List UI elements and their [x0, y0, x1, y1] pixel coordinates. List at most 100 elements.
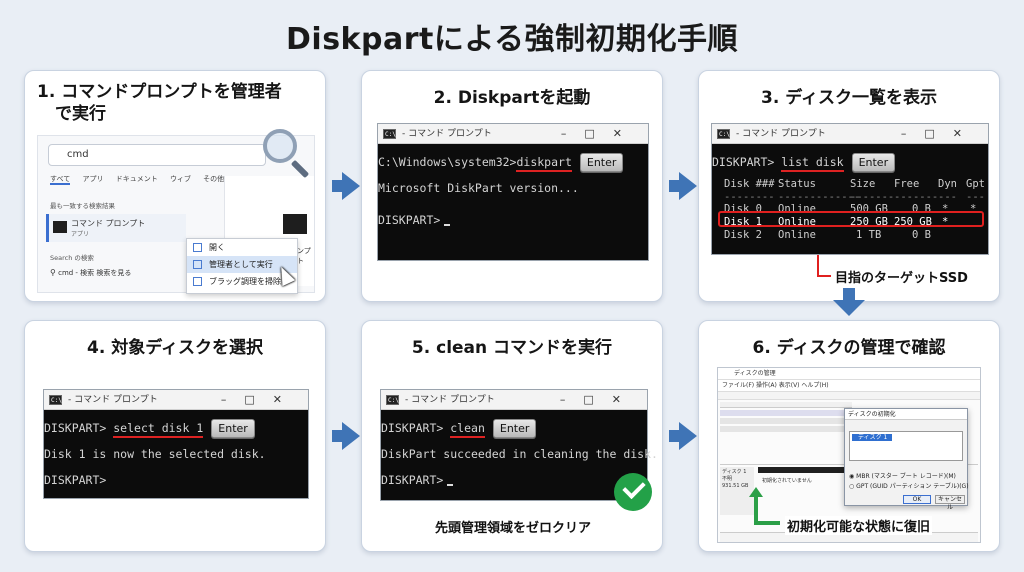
tab-web[interactable]: ウィブ	[169, 175, 191, 183]
cursor	[447, 484, 454, 486]
dm-titlebar: ディスクの管理	[718, 368, 980, 380]
command-text: clean	[450, 421, 485, 438]
prompt: DISKPART>	[44, 421, 107, 435]
context-item-other-label: ブラッグ調理を掃除	[209, 277, 281, 286]
callout-line-vertical	[817, 255, 819, 277]
context-item-run-as-admin[interactable]: 管理者として実行	[187, 256, 297, 273]
cell: *	[942, 203, 949, 215]
app-type: アプリ	[71, 231, 90, 238]
web-result-text: cmd - 検索 検索を見る	[58, 269, 132, 277]
window-controls[interactable]: –□✕	[900, 127, 980, 140]
command-text: select disk 1	[113, 421, 204, 438]
step-heading-1-line2: で実行	[55, 104, 106, 124]
dialog-option-gpt[interactable]: ○ GPT (GUID パーティション テーブル)(G)	[849, 481, 969, 490]
disk-table-header: Disk ### Status Size Free Dyn Gpt	[712, 178, 988, 191]
step-heading-2: 2. Diskpartを起動	[433, 88, 591, 108]
dm-disk-init: 初期化されていません	[762, 478, 812, 484]
context-item-open-label: 開く	[209, 243, 225, 252]
web-result-item[interactable]: ⚲ cmd - 検索 検索を見る	[50, 268, 131, 278]
cell: Disk 2	[724, 229, 762, 241]
prompt: DISKPART>	[44, 473, 107, 487]
tab-more[interactable]: その他	[203, 175, 225, 183]
cell: 0 B	[912, 229, 931, 241]
search-icon: ⚲	[50, 268, 56, 277]
dialog-option-gpt-label: GPT (GUID パーティション テーブル)(G)	[856, 483, 969, 490]
tab-all[interactable]: すべて	[50, 175, 71, 185]
dm-menubar[interactable]: ファイル(F) 操作(A) 表示(V) ヘルプ(H)	[718, 380, 980, 392]
green-arrow-head	[749, 487, 763, 497]
dm-disk-size: 931.51 GB	[722, 483, 749, 489]
restored-state-callout: 初期化可能な状態に復旧	[785, 516, 933, 535]
dm-volume-list	[720, 402, 852, 462]
console-icon	[386, 391, 399, 411]
console-output: DiskPart succeeded in cleaning the disk.	[381, 447, 658, 461]
dialog-disk-item[interactable]: ディスク 1	[852, 434, 892, 441]
arrow-step2-to-3	[669, 172, 697, 200]
tab-documents[interactable]: ドキュメント	[115, 175, 158, 183]
dm-disk-label: ディスク 1	[722, 469, 747, 475]
prompt: DISKPART>	[381, 421, 444, 435]
console-output: Disk 1 is now the selected disk.	[44, 447, 266, 461]
search-input[interactable]: cmd	[48, 144, 266, 166]
dialog-cancel-button[interactable]: キャンセル	[935, 495, 965, 511]
col-status: Status	[778, 178, 816, 190]
callout-line-horizontal	[817, 275, 831, 277]
best-match-label: 最も一致する検索結果	[50, 202, 115, 210]
window-controls[interactable]: –□✕	[559, 393, 639, 406]
context-item-other[interactable]: ブラッグ調理を掃除	[187, 273, 297, 290]
target-disk-highlight	[718, 211, 984, 227]
window-controls[interactable]: –□✕	[220, 393, 300, 406]
dm-disk-info: ディスク 1 不明 931.51 GB	[720, 467, 754, 515]
step-heading-4: 4. 対象ディスクを選択	[86, 338, 263, 358]
disk-table: Disk ### Status Size Free Dyn Gpt ------…	[712, 178, 988, 242]
search-text: cmd	[67, 149, 89, 160]
context-item-open[interactable]: 開く	[187, 239, 297, 256]
target-ssd-callout: 目指のターゲットSSD	[835, 271, 968, 286]
col-gpt: Gpt	[966, 178, 985, 190]
col-dyn: Dyn	[938, 178, 957, 190]
window-title: - コマンド プロンプト	[402, 129, 492, 139]
console-output: Microsoft DiskPart version...	[378, 181, 579, 195]
dm-toolbar	[718, 392, 980, 400]
dialog-title: ディスクの初期化	[845, 409, 967, 420]
context-menu: 開く 管理者として実行 ブラッグ調理を掃除	[186, 238, 298, 294]
window-title: - コマンド プロンプト	[736, 129, 826, 139]
cmd-result-item[interactable]: コマンド プロンプト アプリ	[46, 214, 186, 242]
step-heading-1: 1. コマンドプロンプトを管理者 で実行	[25, 71, 325, 125]
open-icon	[193, 243, 202, 252]
window-title: - コマンド プロンプト	[405, 395, 495, 405]
radio-icon: ○	[849, 483, 855, 490]
context-item-run-as-admin-label: 管理者として実行	[209, 260, 273, 269]
cell: 1 TB	[856, 229, 882, 241]
windows-search-panel: cmd すべて アプリ ドキュメント ウィブ その他 最も一致する検索結果 コマ…	[37, 135, 315, 294]
dialog-option-mbr[interactable]: ◉ MBR (マスター ブート レコード)(M)	[849, 471, 956, 480]
page-title: Diskpartによる強制初期化手順	[286, 22, 738, 57]
step-card-6: 6. ディスクの管理で確認 ディスクの管理 ファイル(F) 操作(A) 表示(V…	[698, 320, 1000, 552]
cell: *	[970, 203, 977, 215]
enter-key: Enter	[851, 153, 896, 172]
console-icon	[49, 391, 62, 411]
tab-apps[interactable]: アプリ	[82, 175, 104, 183]
radio-selected-icon: ◉	[849, 473, 855, 480]
col-disk: Disk ###	[724, 178, 775, 190]
shield-icon	[193, 260, 202, 269]
app-name: コマンド プロンプト	[71, 219, 146, 228]
prompt: DISKPART>	[381, 473, 444, 487]
disk-table-divider: ----------------------------------------…	[724, 191, 985, 203]
prompt: DISKPART>	[712, 155, 775, 169]
col-free: Free	[894, 178, 920, 190]
step-card-3: 3. ディスク一覧を表示 - コマンド プロンプト –□✕ DISKPART> …	[698, 70, 1000, 302]
preview-label: ンプト	[297, 247, 311, 265]
console-titlebar: - コマンド プロンプト –□✕	[381, 390, 647, 411]
console-line-3: DISKPART>	[381, 470, 647, 496]
dialog-disk-list[interactable]: ディスク 1	[849, 431, 963, 461]
window-controls[interactable]: –□✕	[560, 127, 640, 140]
step-heading-3: 3. ディスク一覧を表示	[760, 88, 937, 108]
dialog-ok-button[interactable]: OK	[903, 495, 931, 504]
zero-clear-note: 先頭管理領域をゼロクリア	[434, 521, 591, 536]
